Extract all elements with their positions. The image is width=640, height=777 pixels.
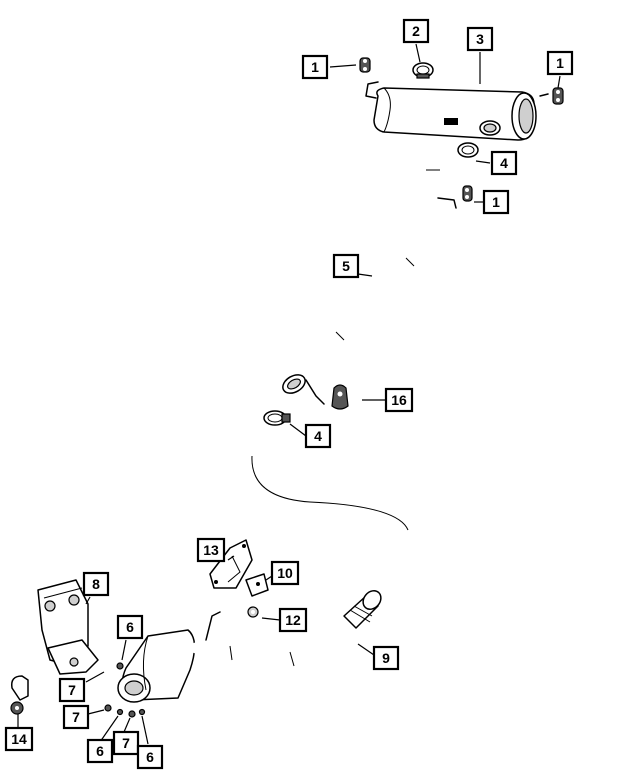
svg-text:7: 7 bbox=[68, 682, 76, 698]
svg-text:7: 7 bbox=[122, 735, 130, 751]
callout-6-bottom-left: 6 bbox=[86, 738, 114, 764]
exhaust-clamp-2 bbox=[412, 62, 434, 79]
fastener-bolts bbox=[104, 662, 146, 718]
exhaust-clamp-4-lower bbox=[263, 410, 291, 426]
rubber-isolator-1b bbox=[552, 87, 564, 105]
svg-text:6: 6 bbox=[96, 743, 104, 759]
svg-text:6: 6 bbox=[146, 749, 154, 765]
nut-12 bbox=[247, 606, 259, 618]
callout-4-lower: 4 bbox=[304, 423, 332, 449]
heat-shield-bracket bbox=[209, 539, 253, 589]
callout-7-left-top: 7 bbox=[58, 677, 86, 703]
svg-text:10: 10 bbox=[277, 565, 293, 581]
svg-text:9: 9 bbox=[382, 650, 390, 666]
front-resonator bbox=[117, 629, 196, 703]
callout-1-mid: 1 bbox=[482, 189, 510, 215]
leader-lines bbox=[17, 43, 561, 745]
callout-12: 12 bbox=[278, 607, 308, 633]
intermediate-pipe bbox=[282, 143, 457, 405]
callout-6-top: 6 bbox=[116, 614, 144, 640]
rubber-isolator-1a bbox=[359, 57, 371, 73]
exhaust-clamp-4-upper bbox=[457, 142, 479, 158]
callout-3: 3 bbox=[466, 26, 494, 52]
callout-1-left: 1 bbox=[301, 54, 329, 80]
svg-text:1: 1 bbox=[556, 55, 564, 71]
svg-text:4: 4 bbox=[500, 155, 508, 171]
svg-text:6: 6 bbox=[126, 619, 134, 635]
rubber-isolator-1c bbox=[462, 185, 473, 202]
svg-text:4: 4 bbox=[314, 428, 322, 444]
section-separator bbox=[251, 455, 409, 531]
hanger-14 bbox=[10, 675, 29, 715]
callouts: 1 2 3 1 4 1 5 16 bbox=[4, 18, 574, 770]
svg-text:1: 1 bbox=[311, 59, 319, 75]
catalytic-converter bbox=[37, 579, 99, 675]
svg-text:14: 14 bbox=[11, 731, 27, 747]
svg-text:16: 16 bbox=[391, 392, 407, 408]
callout-2: 2 bbox=[402, 18, 430, 44]
callout-16: 16 bbox=[384, 387, 414, 413]
svg-text:12: 12 bbox=[285, 612, 301, 628]
svg-text:13: 13 bbox=[203, 542, 219, 558]
callout-14: 14 bbox=[4, 726, 34, 752]
svg-text:8: 8 bbox=[92, 576, 100, 592]
callout-6-bottom-right: 6 bbox=[136, 744, 164, 770]
callout-7-left-bottom: 7 bbox=[62, 704, 90, 730]
svg-text:7: 7 bbox=[72, 709, 80, 725]
callout-4-upper: 4 bbox=[490, 150, 518, 176]
front-pipe bbox=[190, 590, 382, 667]
svg-text:5: 5 bbox=[342, 258, 350, 274]
rubber-isolator-16 bbox=[331, 384, 349, 410]
callout-10: 10 bbox=[270, 560, 300, 586]
callout-9: 9 bbox=[372, 645, 400, 671]
callout-8: 8 bbox=[82, 571, 110, 597]
callout-5: 5 bbox=[332, 253, 360, 279]
svg-text:1: 1 bbox=[492, 194, 500, 210]
callout-1-right: 1 bbox=[546, 50, 574, 76]
svg-text:2: 2 bbox=[412, 23, 420, 39]
rear-muffler bbox=[365, 81, 549, 141]
svg-text:3: 3 bbox=[476, 31, 484, 47]
callout-7-bottom: 7 bbox=[112, 730, 140, 756]
mounting-bracket-10 bbox=[245, 573, 269, 597]
callout-13: 13 bbox=[196, 537, 226, 563]
